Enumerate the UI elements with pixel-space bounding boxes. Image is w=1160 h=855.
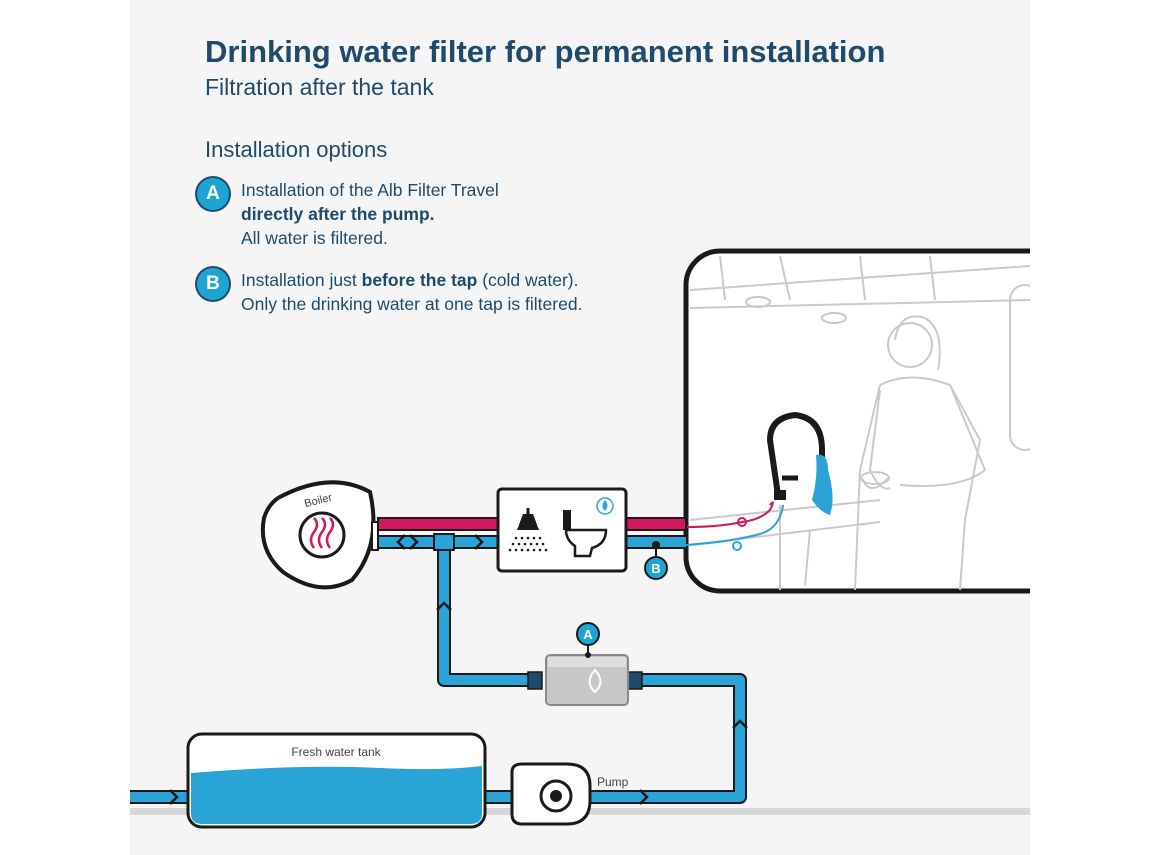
- fresh-water-tank: Fresh water tank: [186, 732, 487, 829]
- pump: Pump: [510, 762, 629, 826]
- option-b-text: Installation just before the tap (cold w…: [241, 268, 582, 316]
- option-b-line1-bold: before the tap: [361, 270, 478, 290]
- kitchen-scene: [683, 248, 1030, 594]
- option-b-line1-pre: Installation just: [241, 270, 362, 290]
- option-b-line1-post: (cold water).: [477, 270, 579, 290]
- option-a-badge: A: [197, 178, 229, 210]
- option-b-line2: Only the drinking water at one tap is fi…: [241, 294, 583, 314]
- marker-b-label: B: [651, 561, 660, 576]
- pump-label: Pump: [597, 775, 629, 789]
- option-a-text: Installation of the Alb Filter Travel di…: [241, 178, 499, 250]
- flow-arrows: [169, 534, 748, 805]
- consumers-box: [496, 487, 628, 573]
- option-a-line1: Installation of the Alb Filter Travel: [241, 180, 499, 200]
- filter-drop-icon: [588, 668, 602, 694]
- option-a-line2: directly after the pump.: [241, 204, 435, 224]
- water-drop-icon: [596, 497, 614, 515]
- page-subtitle: Filtration after the tank: [205, 74, 434, 100]
- heat-icon: [309, 517, 335, 549]
- alb-filter: [527, 644, 643, 706]
- page-title: Drinking water filter for permanent inst…: [205, 34, 886, 69]
- marker-b: B: [644, 541, 668, 580]
- option-a-line3: All water is filtered.: [241, 228, 388, 248]
- marker-a: A: [576, 622, 600, 646]
- toilet-icon: [563, 510, 608, 558]
- section-heading: Installation options: [205, 137, 388, 162]
- tank-label: Fresh water tank: [291, 745, 381, 759]
- marker-a-label: A: [583, 627, 593, 642]
- shower-icon: [508, 508, 548, 552]
- option-b-badge: B: [197, 268, 229, 300]
- boiler: Boiler: [260, 480, 379, 590]
